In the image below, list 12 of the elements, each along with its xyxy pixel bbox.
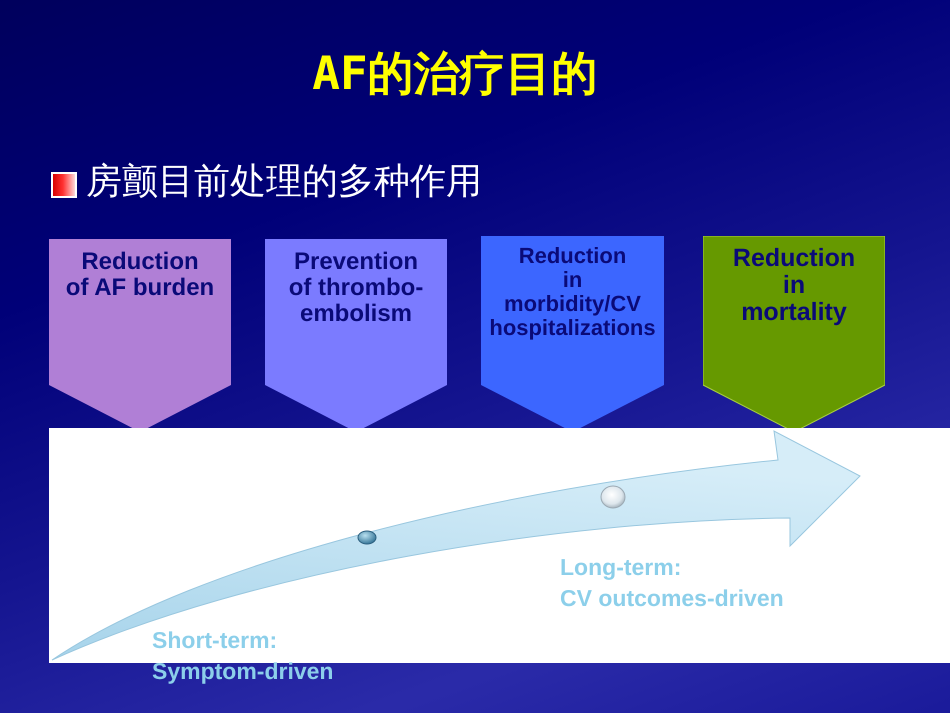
- pentagon-box: [49, 239, 231, 429]
- goal-text: Reduction of AF burden: [66, 249, 214, 301]
- pentagon-box: [481, 236, 664, 429]
- goal-text: Prevention of thrombo- embolism: [288, 249, 424, 327]
- goal-text: Reduction in mortality: [732, 245, 856, 326]
- pentagon-box: [265, 239, 447, 429]
- goal-text: Reduction in morbidity/CV hospitalizations: [489, 244, 656, 340]
- term-label: Short-term: Symptom-driven: [152, 626, 334, 686]
- slide-title: AF的治疗目的: [312, 46, 598, 102]
- term-label: Long-term: CV outcomes-driven: [560, 553, 784, 613]
- pentagon-box: [703, 236, 885, 429]
- bullet-text: 房颤目前处理的多种作用: [86, 160, 482, 204]
